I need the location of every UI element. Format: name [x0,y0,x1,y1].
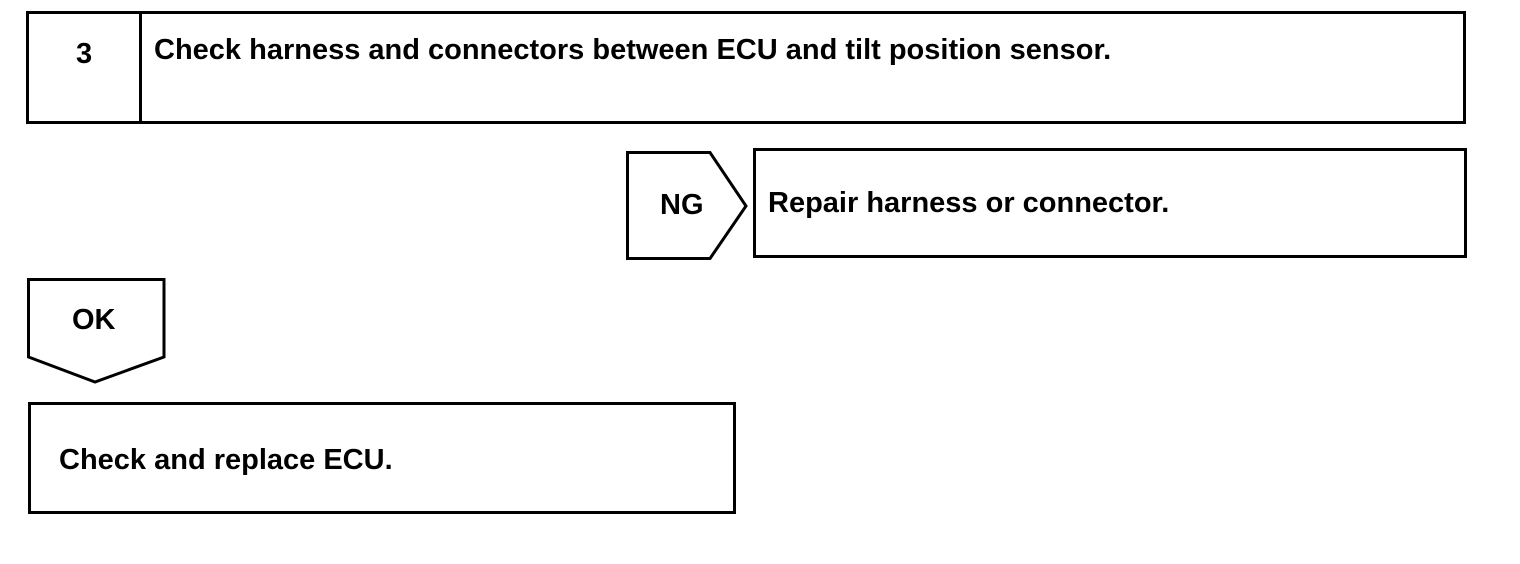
step-number-divider [139,11,142,124]
step-box [26,11,1466,124]
ok-action-box [28,402,736,514]
ok-arrow-tag [27,278,166,384]
ng-arrow-tag [626,151,748,260]
step-number: 3 [76,38,93,70]
ok-action-text: Check and replace ECU. [59,444,393,476]
ng-label: NG [660,189,704,221]
ng-action-text: Repair harness or connector. [768,187,1170,219]
ng-action-box [753,148,1467,258]
step-title: Check harness and connectors between ECU… [154,34,1112,66]
ok-label: OK [72,304,116,336]
